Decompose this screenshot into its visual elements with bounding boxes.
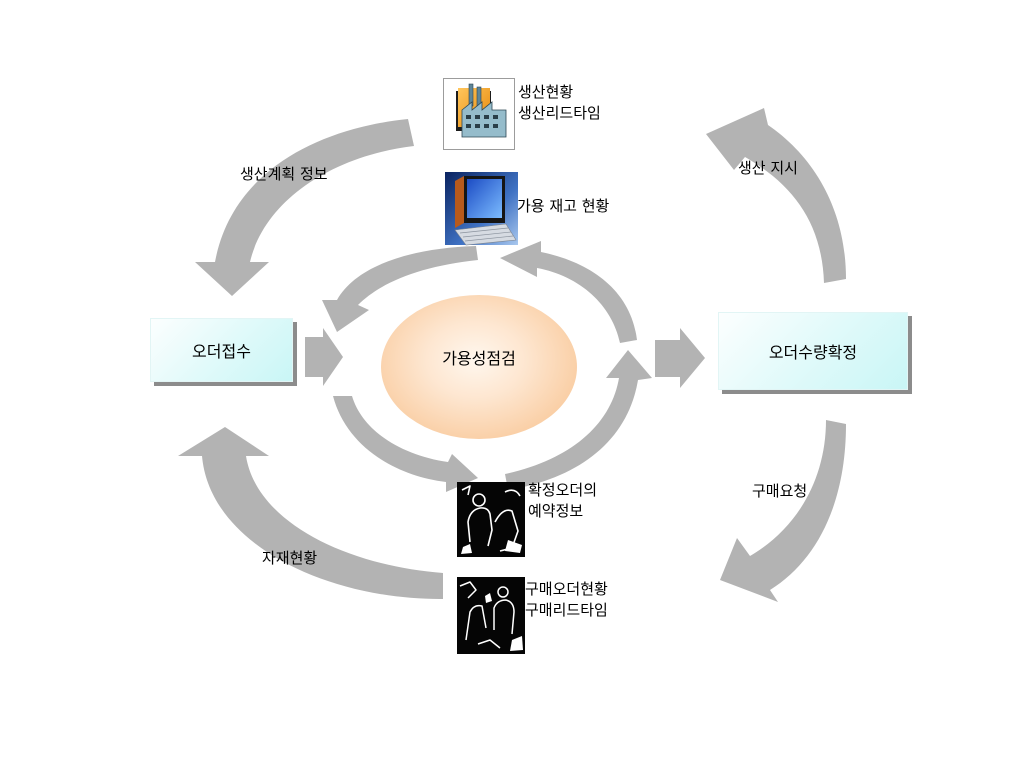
- photo-detail: [477, 639, 501, 649]
- order-quantity-confirm-label: 오더수량확정: [768, 343, 858, 362]
- workers-photo-icon: [457, 482, 525, 557]
- keyboard-key-row: [464, 235, 514, 242]
- computer-monitor-screen: [467, 179, 502, 218]
- curved-arrow-production-plan-to-order-receipt: [195, 119, 414, 296]
- keyboard-key-rows: [459, 227, 514, 242]
- availability-check-label: 가용성점검: [442, 349, 516, 368]
- keyboard-key-row: [459, 227, 509, 234]
- info-line: 예약정보: [528, 502, 584, 520]
- curved-arrow-order-qty-to-purchase-request: [720, 420, 846, 602]
- factory-window: [493, 124, 498, 128]
- curved-arrow-order-qty-to-production: [706, 108, 846, 283]
- person-body: [465, 604, 487, 641]
- production-status-info: 생산현황 생산리드타임: [518, 82, 601, 124]
- factory-window: [493, 115, 498, 119]
- info-line: 생산현황: [518, 83, 574, 101]
- computer-icon: [445, 172, 518, 246]
- computer-monitor-side: [455, 176, 464, 228]
- order-quantity-confirm-box: 오더수량확정: [718, 312, 908, 390]
- factory-windows: [466, 115, 498, 128]
- person-body: [493, 599, 515, 635]
- info-line: 생산리드타임: [518, 104, 601, 122]
- photo-detail: [461, 485, 471, 496]
- person-head: [472, 493, 486, 507]
- factory-icon: [443, 78, 515, 150]
- photo-detail: [459, 581, 477, 599]
- inner-arrow-top-right: [500, 241, 637, 343]
- factory-window: [484, 124, 489, 128]
- curved-arrow-material-status-to-order-receipt: [178, 427, 443, 600]
- availability-check-ellipse: 가용성점검: [381, 295, 577, 439]
- purchase-order-info: 구매오더현황 구매리드타임: [525, 579, 608, 621]
- photo-highlight: [461, 544, 472, 554]
- purchase-request-label: 구매요청: [752, 482, 808, 500]
- inner-arrow-bottom-left: [333, 396, 478, 492]
- order-receipt-box: 오더접수: [150, 318, 293, 382]
- order-reservation-info: 확정오더의 예약정보: [528, 480, 597, 522]
- factory-window: [484, 115, 489, 119]
- person-body: [494, 509, 519, 552]
- factory-window: [466, 124, 471, 128]
- keyboard-key-row: [462, 231, 512, 238]
- factory-window: [475, 115, 480, 119]
- info-line: 구매오더현황: [525, 580, 608, 598]
- photo-highlight: [505, 540, 522, 553]
- info-line: 구매리드타임: [525, 601, 608, 619]
- production-plan-info-label: 생산계획 정보: [240, 165, 328, 183]
- order-receipt-label: 오더접수: [192, 342, 251, 361]
- inner-arrow-top-left: [322, 246, 478, 332]
- block-arrow-order-receipt-to-check: [305, 328, 343, 386]
- photo-highlight: [510, 636, 523, 651]
- photo-silhouettes: [459, 581, 515, 649]
- photo-detail: [504, 489, 521, 497]
- available-stock-info: 가용 재고 현황: [517, 196, 609, 217]
- inner-arrow-bottom-right: [505, 350, 652, 490]
- info-line: 가용 재고 현황: [517, 197, 610, 215]
- photo-highlight: [485, 593, 492, 603]
- material-status-label: 자재현황: [262, 549, 318, 567]
- photo-silhouettes: [461, 485, 521, 552]
- factory-building: [461, 101, 507, 138]
- person-body: [467, 507, 493, 547]
- arrows: [178, 108, 846, 602]
- production-order-label: 생산 지시: [738, 159, 798, 177]
- workers-photo-icon: [457, 577, 525, 654]
- block-arrow-check-to-order-qty: [655, 328, 705, 388]
- info-line: 확정오더의: [528, 481, 598, 499]
- factory-window: [475, 124, 480, 128]
- factory-window: [466, 115, 471, 119]
- person-head: [497, 586, 509, 598]
